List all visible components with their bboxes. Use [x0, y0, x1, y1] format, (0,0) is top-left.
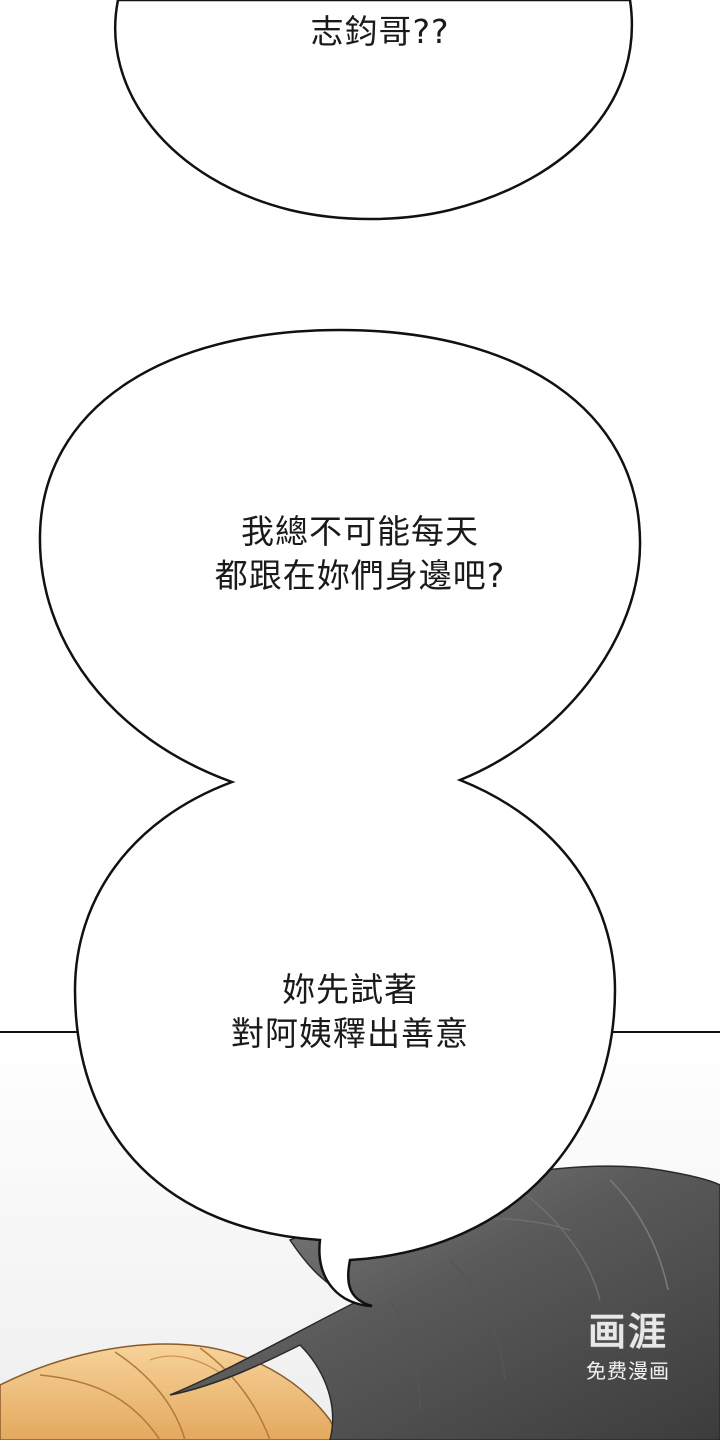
bubble-top-line-1: 志鈞哥??	[310, 12, 450, 51]
speech-bubble-middle-bottom	[38, 328, 642, 1308]
light-hair-character	[0, 1343, 341, 1440]
bubble-middle-line-1: 我總不可能每天	[241, 512, 479, 551]
bubble-bottom-line-2: 對阿姨釋出善意	[231, 1014, 469, 1053]
watermark-logo: 画涯 免费漫画	[566, 1308, 690, 1408]
bubble-top-text: 志鈞哥??	[230, 10, 530, 54]
watermark-sub-text: 免费漫画	[586, 1359, 670, 1383]
speech-bubble-top	[113, 0, 634, 221]
bubble-middle-text: 我總不可能每天 都跟在妳們身邊吧?	[130, 510, 590, 598]
bubble-bottom-text: 妳先試著 對阿姨釋出善意	[170, 968, 530, 1056]
watermark-main-text: 画涯	[587, 1310, 668, 1354]
bubble-middle-line-2: 都跟在妳們身邊吧?	[214, 556, 506, 595]
bubble-bottom-line-1: 妳先試著	[282, 970, 418, 1009]
